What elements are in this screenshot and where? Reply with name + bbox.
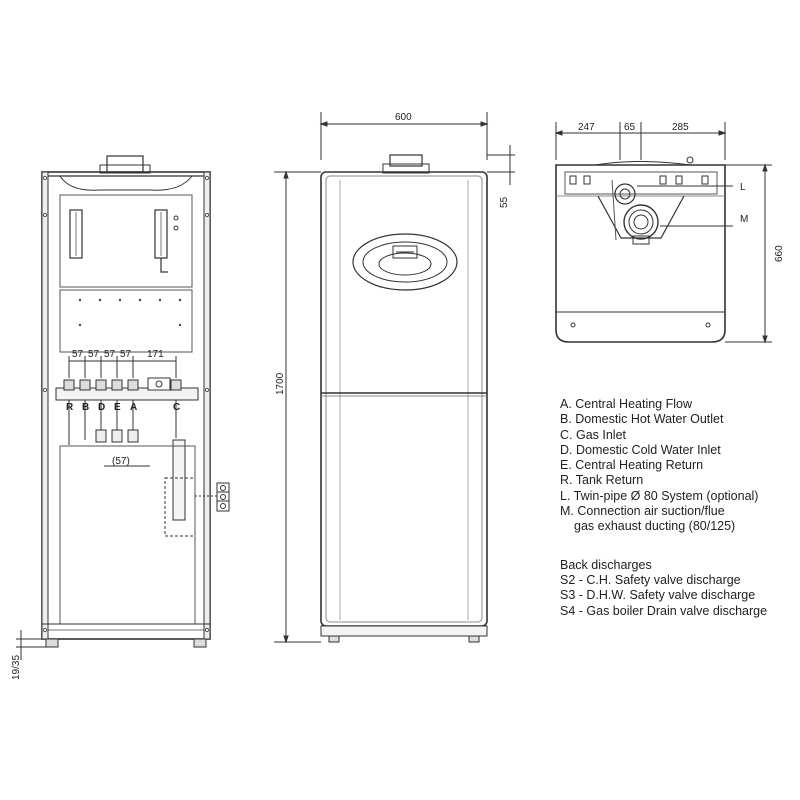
interior-view: R B D E A C 57 57 57 57 171 (57) (11, 155, 230, 680)
legend-gap (560, 535, 798, 558)
side-label-m: M (740, 214, 748, 225)
top-offset-label: 55 (499, 196, 510, 208)
width-dimension-label: 600 (395, 112, 412, 123)
back-discharge-s2: S2 - C.H. Safety valve discharge (560, 572, 741, 587)
top-view: 247 65 285 L (554, 122, 785, 344)
height-dimension-label: 1700 (275, 372, 286, 395)
legend-item-r: R. Tank Return (560, 473, 644, 488)
rail-holes (42, 175, 210, 633)
legend-item-m-continuation: gas exhaust ducting (80/125) (574, 519, 736, 534)
depth-dimension-label: 660 (774, 245, 785, 262)
pitch-1-label: 57 (72, 349, 84, 360)
connector-label-b: B (82, 402, 89, 413)
legend-item-c: C. Gas Inlet (560, 427, 626, 442)
connector-label-r: R (66, 402, 74, 413)
pitch-5-label: 171 (147, 349, 164, 360)
connector-label-e: E (114, 402, 121, 413)
pitch-dimensions: 57 57 57 57 171 (68, 349, 177, 378)
feet-dimension-label: 19/35 (11, 655, 22, 680)
legend-item-l: L. Twin-pipe Ø 80 System (optional) (560, 488, 759, 503)
back-discharge-s4: S4 - Gas boiler Drain valve discharge (560, 603, 768, 618)
legend-item-e: E. Central Heating Return (560, 458, 704, 473)
top-fittings (569, 156, 711, 328)
plate-holes (78, 298, 182, 327)
side-label-l: L (740, 182, 746, 193)
front-view: 600 1700 55 (274, 112, 515, 644)
connector-label-a: A (130, 402, 137, 413)
back-discharges-title: Back discharges (560, 557, 652, 572)
connector-label-c: C (173, 402, 180, 413)
back-discharge-s3: S3 - D.H.W. Safety valve discharge (560, 588, 756, 603)
legend-item-a: A. Central Heating Flow (560, 397, 693, 411)
connector-label-d: D (98, 402, 105, 413)
legend-item-d: D. Domestic Cold Water Inlet (560, 442, 721, 457)
offset-label: (57) (112, 456, 130, 467)
side-dimension-a: 247 (578, 122, 595, 133)
connector-labels: R B D E A C (66, 402, 180, 413)
pitch-4-label: 57 (120, 349, 132, 360)
legend: A. Central Heating Flow B. Domestic Hot … (560, 397, 798, 619)
discharge-marks (195, 482, 230, 512)
connector-valves (63, 377, 182, 391)
legend-item-b: B. Domestic Hot Water Outlet (560, 412, 724, 427)
side-dimension-b: 65 (624, 122, 636, 133)
side-dimension-c: 285 (672, 122, 689, 133)
pitch-3-label: 57 (104, 349, 116, 360)
legend-item-m: M. Connection air suction/flue (560, 504, 725, 519)
pitch-2-label: 57 (88, 349, 100, 360)
